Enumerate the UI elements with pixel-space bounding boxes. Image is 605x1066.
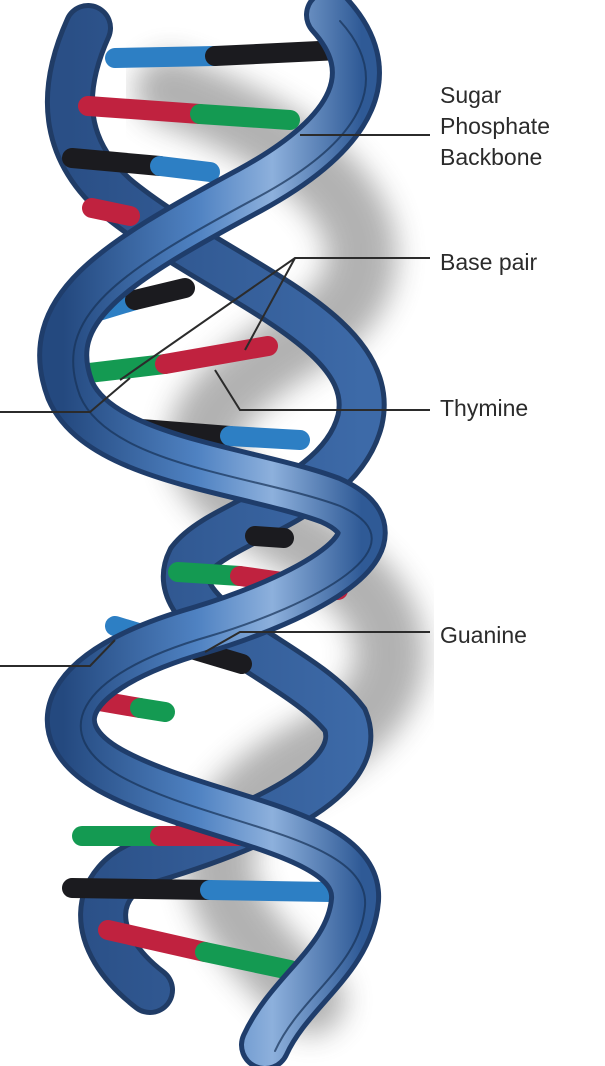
base-pair-4 — [92, 208, 130, 216]
base-pair-2 — [88, 106, 290, 120]
label-sugar-line-3: Backbone — [440, 142, 550, 173]
label-guanine: Guanine — [440, 620, 527, 651]
label-sugar-line-2: Phosphate — [440, 111, 550, 142]
label-thymine: Thymine — [440, 393, 528, 424]
label-sugar-phosphate-backbone: Sugar Phosphate Backbone — [440, 80, 550, 173]
label-sugar-line-1: Sugar — [440, 80, 550, 111]
base-pair-1 — [115, 50, 340, 58]
base-pair-9 — [255, 536, 284, 538]
base-pair-15 — [72, 888, 330, 892]
label-base-pair: Base pair — [440, 247, 537, 278]
base-pair-3 — [72, 158, 210, 172]
